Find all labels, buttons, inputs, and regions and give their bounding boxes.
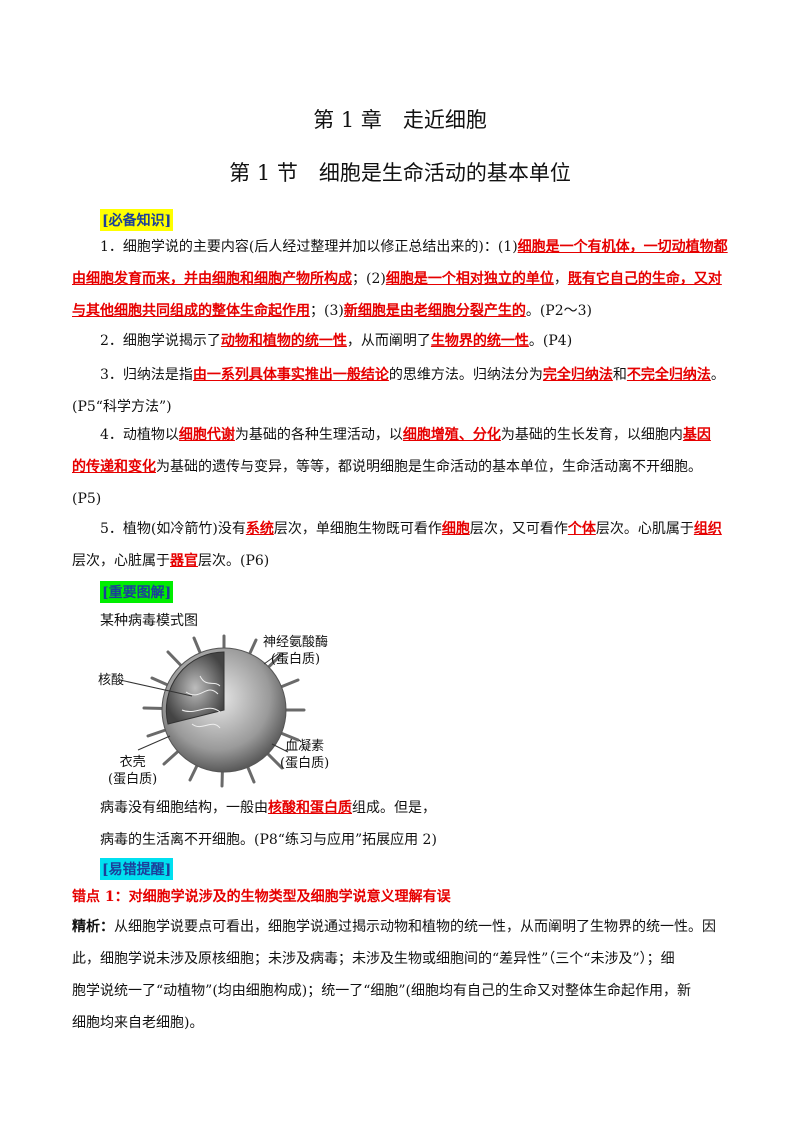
key-point: 细胞增殖、分化 <box>402 427 501 443</box>
text: 。(P4) <box>528 333 573 349</box>
key-point: 新细胞是由老细胞分裂产生的 <box>343 303 526 319</box>
key-point: 细胞是一个有机体，一切动植物都 <box>517 239 728 255</box>
text: 5．植物(如冷箭竹)没有 <box>100 521 246 537</box>
label-text: (蛋白质) <box>280 756 330 771</box>
key-point: 生物界的统一性 <box>430 333 529 349</box>
key-point: 细胞 <box>441 521 470 537</box>
text: 层次。心肌属于 <box>595 521 694 537</box>
key-point: 个体 <box>567 521 596 537</box>
text: 从细胞学说要点可看出，细胞学说通过揭示动物和植物的统一性，从而阐明了生物界的统一… <box>114 919 716 935</box>
key-point: 器官 <box>170 553 198 569</box>
text: 为基础的遗传与变异，等等，都说明细胞是生命活动的基本单位，生命活动离不开细胞。 <box>156 459 702 475</box>
paragraph-4: 4．动植物以细胞代谢为基础的各种生理活动，以细胞增殖、分化为基础的生长发育，以细… <box>72 419 732 515</box>
text: 层次，又可看作 <box>469 521 568 537</box>
mistake-analysis: 精析：从细胞学说要点可看出，细胞学说通过揭示动物和植物的统一性，从而阐明了生物界… <box>72 911 732 1039</box>
label-hemagglutinin: 血凝素 (蛋白质) <box>280 738 329 772</box>
key-point: 的传递和变化 <box>72 459 156 475</box>
text: 层次，心脏属于 <box>72 553 170 569</box>
label-neuraminidase: 神经氨酸酶 (蛋白质) <box>263 634 328 668</box>
text: 病毒的生活离不开细胞。(P8“练习与应用”拓展应用 2) <box>100 832 437 848</box>
key-point: 完全归纳法 <box>542 367 613 383</box>
virus-cutaway <box>165 651 225 725</box>
important-diagram-tag: [重要图解] <box>100 581 174 603</box>
key-point: 组织 <box>693 521 722 537</box>
text: ；(3) <box>310 303 344 319</box>
key-point: 基因 <box>682 427 711 443</box>
text: 层次。(P6) <box>198 553 270 569</box>
label-text: (蛋白质) <box>108 772 158 787</box>
common-mistake-tag: [易错提醒] <box>100 858 174 880</box>
text: 为基础的各种生理活动，以 <box>234 427 403 443</box>
text: ；(2) <box>352 271 386 287</box>
paragraph-5: 5．植物(如冷箭竹)没有系统层次，单细胞生物既可看作细胞层次，又可看作个体层次。… <box>72 513 732 577</box>
mistake-title: 错点 1：对细胞学说涉及的生物类型及细胞学说意义理解有误 <box>72 889 451 905</box>
text: ， <box>553 271 568 287</box>
text: 胞学说统一了“动植物”(均由细胞构成)；统一了“细胞”(细胞均有自己的生命又对整… <box>72 983 692 999</box>
analysis-label: 精析： <box>72 919 114 935</box>
paragraph-3: 3．归纳法是指由一系列具体事实推出一般结论的思维方法。归纳法分为完全归纳法和不完… <box>72 359 732 423</box>
text: ，从而阐明了 <box>346 333 431 349</box>
key-point: 与其他细胞共同组成的整体生命起作用 <box>72 303 310 319</box>
label-capsid: 衣壳 (蛋白质) <box>108 754 157 788</box>
diagram-caption: 某种病毒模式图 <box>100 613 198 629</box>
text: 组成。但是， <box>352 800 436 816</box>
paragraph-2: 2．细胞学说揭示了动物和植物的统一性，从而阐明了生物界的统一性。(P4) <box>72 325 732 357</box>
text: 。(P2～3) <box>525 303 593 319</box>
virus-description: 病毒没有细胞结构，一般由核酸和蛋白质组成。但是， 病毒的生活离不开细胞。(P8“… <box>100 792 760 856</box>
text: 此，细胞学说未涉及原核细胞；未涉及病毒；未涉及生物或细胞间的“差异性”（三个“未… <box>72 951 675 967</box>
key-point: 核酸和蛋白质 <box>268 800 352 816</box>
essential-knowledge-tag: [必备知识] <box>100 209 174 231</box>
virus-model-diagram <box>119 634 306 788</box>
text: 病毒没有细胞结构，一般由 <box>100 800 268 816</box>
text: 和 <box>612 367 627 383</box>
key-point: 细胞是一个相对独立的单位 <box>385 271 554 287</box>
key-point: 由细胞发育而来，并由细胞和细胞产物所构成 <box>72 271 352 287</box>
key-point: 既有它自己的生命，又对 <box>567 271 722 287</box>
paragraph-1: 1．细胞学说的主要内容(后人经过整理并加以修正总结出来的)：(1)细胞是一个有机… <box>72 231 732 327</box>
key-point: 动物和植物的统一性 <box>220 333 347 349</box>
label-nucleic-acid: 核酸 <box>98 673 125 688</box>
label-text: 血凝素 <box>285 739 325 754</box>
label-text: 神经氨酸酶 <box>263 635 329 650</box>
text: 1．细胞学说的主要内容(后人经过整理并加以修正总结出来的)：(1) <box>100 239 518 255</box>
text: 为基础的生长发育，以细胞内 <box>500 427 683 443</box>
text: 。 <box>710 367 725 383</box>
label-text: (蛋白质) <box>270 652 321 667</box>
text: 2．细胞学说揭示了 <box>100 333 221 349</box>
text: 3．归纳法是指 <box>100 367 193 383</box>
text: (P5“科学方法”) <box>72 399 172 415</box>
text: (P5) <box>72 491 102 507</box>
section-title: 第 1 节 细胞是生命活动的基本单位 <box>229 161 571 185</box>
text: 层次，单细胞生物既可看作 <box>273 521 442 537</box>
nucleic-acid-strands <box>181 675 221 729</box>
label-text: 衣壳 <box>119 755 146 770</box>
text: 的思维方法。归纳法分为 <box>388 367 543 383</box>
key-point: 细胞代谢 <box>178 427 235 443</box>
label-leaders <box>119 653 289 753</box>
key-point: 不完全归纳法 <box>626 367 711 383</box>
text: 细胞均来自老细胞)。 <box>72 1015 204 1031</box>
key-point: 由一系列具体事实推出一般结论 <box>192 367 389 383</box>
chapter-title: 第 1 章 走近细胞 <box>313 108 487 132</box>
text: 4．动植物以 <box>100 427 179 443</box>
key-point: 系统 <box>245 521 274 537</box>
